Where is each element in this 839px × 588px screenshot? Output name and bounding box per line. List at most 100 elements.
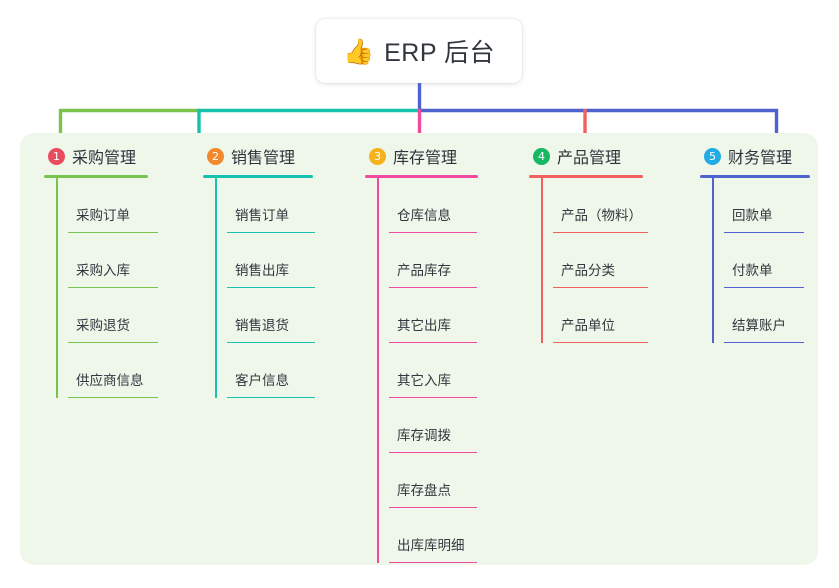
column-badge-icon-5: 5	[704, 147, 721, 165]
column-badge-icon-2: 2	[207, 147, 224, 165]
column-spine-4	[541, 178, 543, 343]
column-underline-3	[365, 175, 478, 178]
leaf-item-label: 销售订单	[235, 208, 289, 223]
column-underline-5	[700, 175, 810, 178]
column-badge-icon-4: 4	[533, 147, 550, 165]
column-items-2: 销售订单销售出库销售退货客户信息	[203, 178, 317, 398]
leaf-item-label: 供应商信息	[76, 373, 144, 388]
leaf-item-underline	[389, 286, 477, 288]
column-4: 4 产品管理产品（物料） 产品分类产品单位	[529, 143, 648, 343]
leaf-item-label: 采购订单	[76, 208, 130, 223]
column-title-4: 产品管理	[557, 150, 622, 167]
column-spine-2	[215, 178, 217, 398]
leaf-item-underline	[553, 286, 648, 288]
leaf-item-label: 产品（物料）	[561, 208, 642, 223]
leaf-item-underline	[389, 396, 477, 398]
leaf-item[interactable]: 采购入库	[56, 233, 158, 288]
leaf-item-label: 库存调拨	[397, 428, 451, 443]
column-underline-4	[529, 175, 643, 178]
column-title-5: 财务管理	[728, 150, 793, 167]
leaf-item[interactable]: 销售订单	[215, 178, 317, 233]
leaf-item-label: 采购退货	[76, 318, 130, 333]
leaf-item-label: 其它入库	[397, 373, 451, 388]
column-items-5: 回款单付款单结算账户	[700, 178, 815, 343]
leaf-item-underline	[389, 341, 477, 343]
leaf-item-label: 产品分类	[561, 263, 615, 278]
leaf-item[interactable]: 出库库明细	[377, 508, 482, 563]
column-2: 2 销售管理销售订单销售出库销售退货客户信息	[203, 143, 317, 398]
leaf-item-label: 出库库明细	[397, 538, 465, 553]
leaf-item[interactable]: 产品（物料）	[541, 178, 648, 233]
leaf-item[interactable]: 付款单	[712, 233, 815, 288]
leaf-item-underline	[227, 341, 315, 343]
column-header-1[interactable]: 1 采购管理	[44, 143, 152, 169]
leaf-item[interactable]: 回款单	[712, 178, 815, 233]
leaf-item-label: 库存盘点	[397, 483, 451, 498]
leaf-item-label: 回款单	[732, 208, 773, 223]
leaf-item[interactable]: 仓库信息	[377, 178, 482, 233]
column-underline-2	[203, 175, 313, 178]
leaf-item-underline	[227, 286, 315, 288]
column-5: 5 财务管理回款单付款单结算账户	[700, 143, 815, 343]
column-spine-1	[56, 178, 58, 398]
root-node-title: ERP 后台	[384, 39, 496, 67]
column-3: 3 库存管理仓库信息产品库存其它出库其它入库库存调拨库存盘点出库库明细	[365, 143, 482, 563]
column-items-1: 采购订单采购入库采购退货供应商信息	[44, 178, 158, 398]
leaf-item[interactable]: 库存盘点	[377, 453, 482, 508]
leaf-item-label: 结算账户	[732, 318, 786, 333]
column-header-5[interactable]: 5 财务管理	[700, 143, 815, 169]
leaf-item[interactable]: 其它出库	[377, 288, 482, 343]
root-node[interactable]: 👍 ERP 后台	[316, 19, 522, 83]
column-header-3[interactable]: 3 库存管理	[365, 143, 482, 169]
column-badge-icon-1: 1	[48, 147, 65, 165]
leaf-item[interactable]: 销售退货	[215, 288, 317, 343]
leaf-item-underline	[724, 286, 804, 288]
leaf-item-label: 销售出库	[235, 263, 289, 278]
leaf-item-underline	[553, 341, 648, 343]
column-1: 1 采购管理采购订单采购入库采购退货供应商信息	[44, 143, 158, 398]
leaf-item-underline	[227, 396, 315, 398]
leaf-item-label: 付款单	[732, 263, 773, 278]
leaf-item[interactable]: 销售出库	[215, 233, 317, 288]
leaf-item[interactable]: 产品分类	[541, 233, 648, 288]
diagram-panel	[20, 133, 818, 565]
column-title-2: 销售管理	[231, 150, 296, 167]
column-title-1: 采购管理	[72, 150, 137, 167]
leaf-item-label: 采购入库	[76, 263, 130, 278]
leaf-item-underline	[724, 341, 804, 343]
column-items-4: 产品（物料） 产品分类产品单位	[529, 178, 648, 343]
column-spine-3	[377, 178, 379, 563]
leaf-item-underline	[389, 506, 477, 508]
column-underline-1	[44, 175, 148, 178]
column-header-4[interactable]: 4 产品管理	[529, 143, 647, 169]
leaf-item[interactable]: 客户信息	[215, 343, 317, 398]
leaf-item-underline	[68, 231, 158, 233]
leaf-item-underline	[389, 231, 477, 233]
leaf-item-label: 产品库存	[397, 263, 451, 278]
leaf-item[interactable]: 采购退货	[56, 288, 158, 343]
column-title-3: 库存管理	[393, 150, 458, 167]
leaf-item[interactable]: 产品库存	[377, 233, 482, 288]
column-badge-icon-3: 3	[369, 147, 386, 165]
leaf-item-underline	[389, 451, 477, 453]
leaf-item-underline	[68, 286, 158, 288]
leaf-item-underline	[227, 231, 315, 233]
leaf-item[interactable]: 供应商信息	[56, 343, 158, 398]
column-header-2[interactable]: 2 销售管理	[203, 143, 317, 169]
leaf-item-label: 仓库信息	[397, 208, 451, 223]
leaf-item-underline	[389, 561, 477, 563]
leaf-item[interactable]: 结算账户	[712, 288, 815, 343]
leaf-item-underline	[553, 231, 648, 233]
leaf-item-underline	[68, 396, 158, 398]
leaf-item-label: 其它出库	[397, 318, 451, 333]
leaf-item-underline	[724, 231, 804, 233]
leaf-item[interactable]: 采购订单	[56, 178, 158, 233]
column-items-3: 仓库信息产品库存其它出库其它入库库存调拨库存盘点出库库明细	[365, 178, 482, 563]
leaf-item[interactable]: 产品单位	[541, 288, 648, 343]
leaf-item-label: 产品单位	[561, 318, 615, 333]
leaf-item-underline	[68, 341, 158, 343]
leaf-item[interactable]: 库存调拨	[377, 398, 482, 453]
leaf-item-label: 销售退货	[235, 318, 289, 333]
leaf-item[interactable]: 其它入库	[377, 343, 482, 398]
